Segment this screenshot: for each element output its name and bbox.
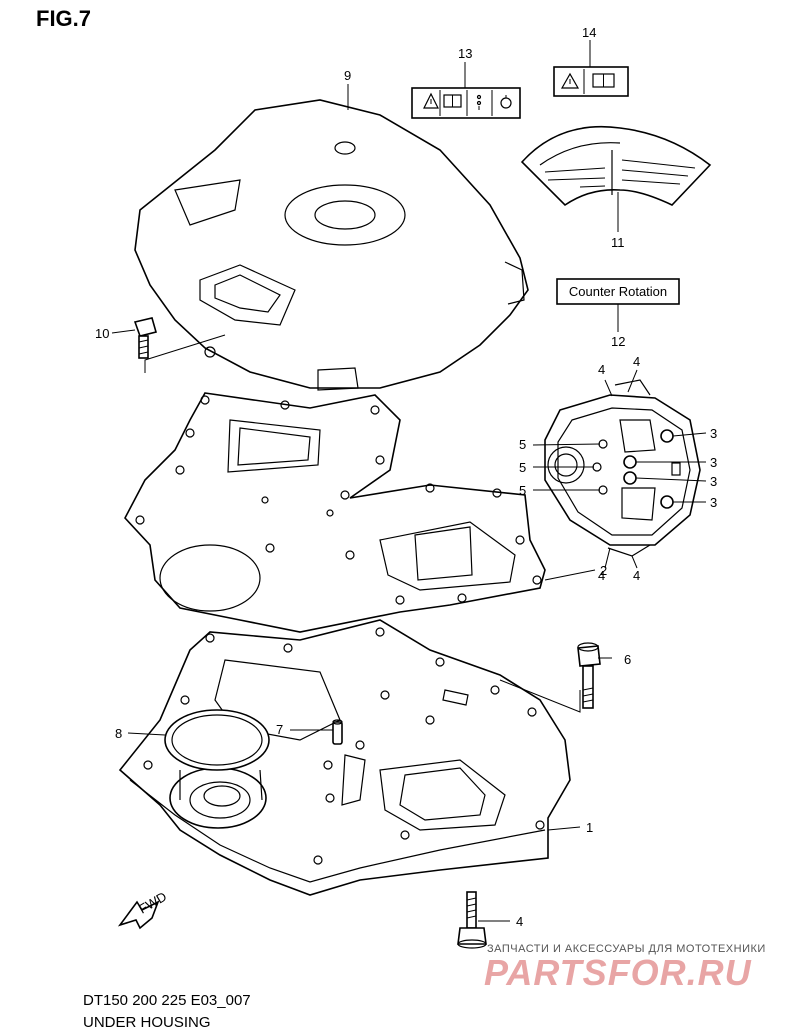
callout-11: 11: [611, 235, 625, 250]
part-8-oring[interactable]: [164, 709, 270, 771]
callout-2: 2: [600, 563, 607, 578]
callout-4d: 4: [633, 568, 640, 583]
callout-3c: 3: [710, 474, 717, 489]
counter-rotation-text: Counter Rotation: [569, 284, 667, 299]
part-2-gasket[interactable]: [124, 392, 546, 633]
label-11-decal[interactable]: [520, 125, 712, 207]
label-13-decal[interactable]: [411, 87, 521, 119]
part-4-bolt[interactable]: [457, 891, 487, 949]
footer-section: UNDER HOUSING: [83, 1014, 211, 1031]
part-6-bolt[interactable]: [577, 642, 601, 709]
callout-3b: 3: [710, 455, 717, 470]
callout-5b: 5: [519, 460, 526, 475]
fuel-mix-icon: [476, 94, 482, 110]
callout-8: 8: [115, 726, 122, 741]
callout-1: 1: [586, 820, 593, 835]
part-10-bolt[interactable]: [133, 317, 157, 359]
footer: DT150 200 225 E03_007 UNDER HOUSING: [83, 990, 251, 1034]
warning-icon: [560, 72, 580, 89]
callout-3d: 3: [710, 495, 717, 510]
manual-icon: [443, 94, 462, 108]
figure-title: FIG.7: [36, 6, 92, 31]
part-9-cover[interactable]: [134, 99, 529, 391]
fwd-arrow-icon: FWD: [117, 889, 169, 930]
label-12-decal[interactable]: Counter Rotation: [556, 278, 680, 305]
label-14-decal[interactable]: [553, 66, 629, 97]
callout-4a: 4: [598, 362, 605, 377]
callout-numbers: 9 13 14 11 12 10 4 4 4 4 4 5 5 5 3 3 3 3…: [95, 25, 717, 929]
callout-10: 10: [95, 326, 109, 341]
callout-4e: 4: [516, 914, 523, 929]
watermark-tagline: ЗАПЧАСТИ И АКСЕССУАРЫ ДЛЯ МОТОТЕХНИКИ: [487, 943, 766, 955]
callout-5c: 5: [519, 483, 526, 498]
callout-3a: 3: [710, 426, 717, 441]
callout-5a: 5: [519, 437, 526, 452]
part-1-housing[interactable]: [118, 619, 581, 896]
drop-icon: [500, 95, 512, 109]
callout-4b: 4: [633, 354, 640, 369]
inset-underside-view[interactable]: [544, 379, 701, 557]
callout-9: 9: [344, 68, 351, 83]
part-7-pin[interactable]: [332, 719, 343, 745]
leader-lines: [111, 40, 707, 922]
callout-4c: 4: [598, 568, 605, 583]
manual-icon: [592, 73, 615, 88]
watermark-logo: PARTSFOR.RU: [484, 952, 752, 993]
warning-icon: [423, 92, 439, 109]
callout-13: 13: [458, 46, 472, 61]
footer-model: DT150 200 225 E03_007: [83, 992, 251, 1009]
callout-12: 12: [611, 334, 625, 349]
callout-14: 14: [582, 25, 596, 40]
callout-7: 7: [276, 722, 283, 737]
callout-6: 6: [624, 652, 631, 667]
